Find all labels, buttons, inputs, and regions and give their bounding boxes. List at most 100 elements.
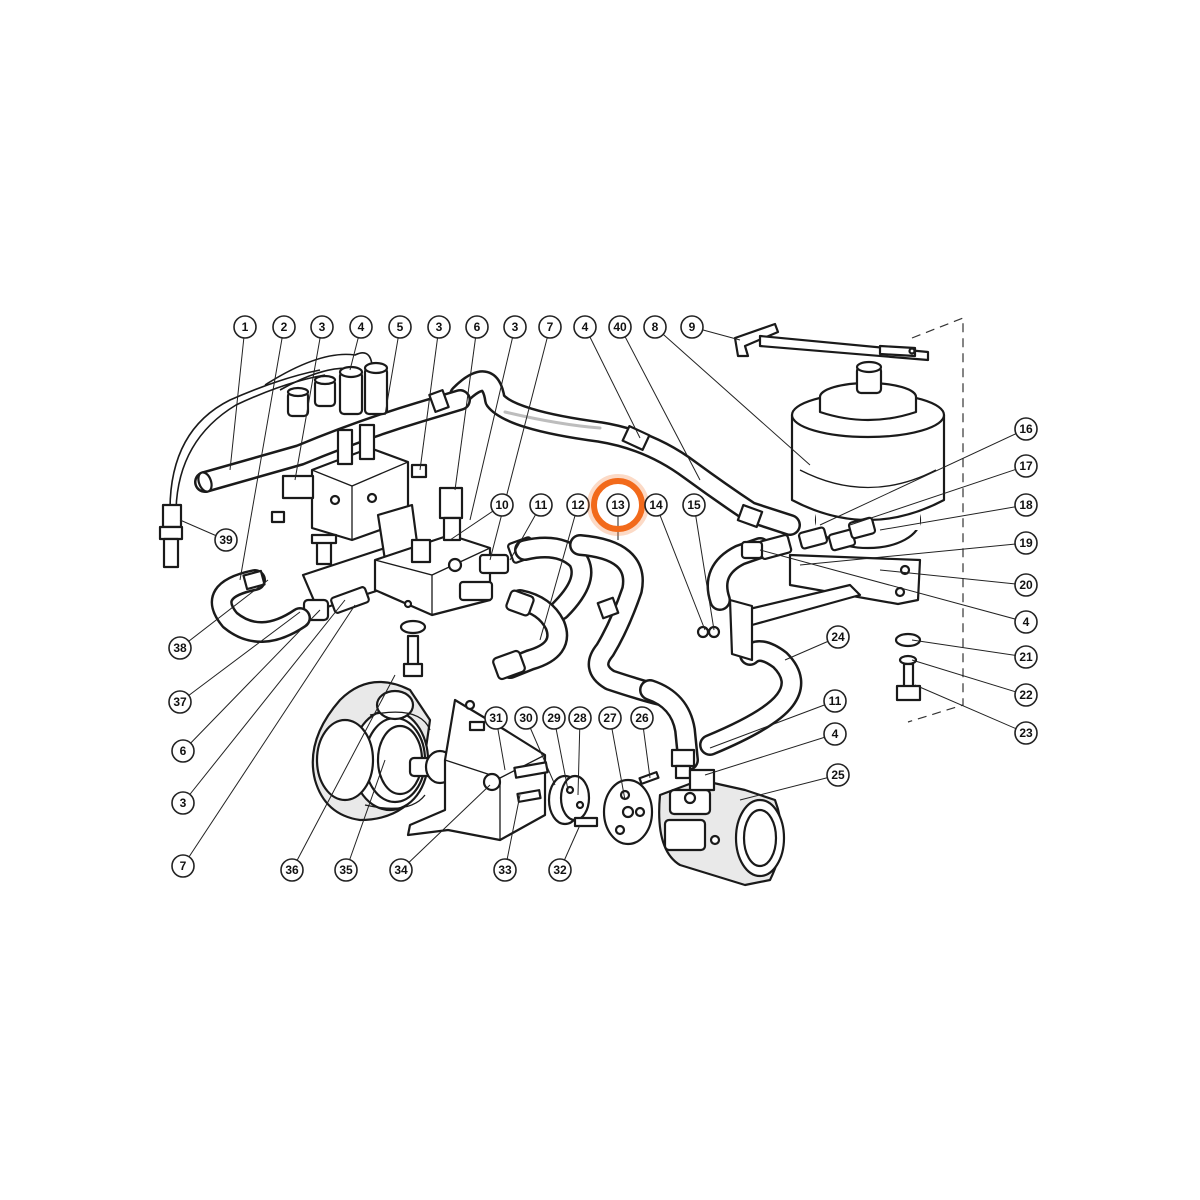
parts-artwork	[158, 317, 964, 887]
callout-11[interactable]: 11	[823, 689, 847, 713]
callout-circle	[823, 689, 847, 713]
callout-label: 24	[831, 630, 845, 644]
callout-label: 29	[547, 711, 561, 725]
callout-24[interactable]: 24	[826, 625, 850, 649]
callout-12[interactable]: 12	[566, 493, 590, 517]
callout-4[interactable]: 4	[1014, 610, 1038, 634]
callout-circle	[823, 722, 847, 746]
callout-circle	[334, 858, 358, 882]
callout-10[interactable]: 10	[490, 493, 514, 517]
reservoir-bracket	[728, 553, 922, 662]
callout-label: 39	[219, 533, 233, 547]
callout-label: 18	[1019, 498, 1033, 512]
callout-7[interactable]: 7	[538, 315, 562, 339]
callout-4[interactable]: 4	[573, 315, 597, 339]
power-steering-pump	[658, 768, 786, 887]
callout-4[interactable]: 4	[823, 722, 847, 746]
callout-20[interactable]: 20	[1014, 573, 1038, 597]
callout-29[interactable]: 29	[542, 706, 566, 730]
solenoid-caps	[286, 361, 389, 418]
leader-line	[469, 326, 516, 521]
callout-circle	[272, 315, 296, 339]
callout-31[interactable]: 31	[484, 706, 508, 730]
callout-3[interactable]: 3	[310, 315, 334, 339]
callout-35[interactable]: 35	[334, 858, 358, 882]
suction-hose-24	[699, 537, 803, 756]
callout-27[interactable]: 27	[598, 706, 622, 730]
callout-2[interactable]: 2	[272, 315, 296, 339]
dowel-pin	[638, 771, 660, 785]
reservoir-fittings	[740, 516, 877, 561]
callout-18[interactable]: 18	[1014, 493, 1038, 517]
callout-11[interactable]: 11	[529, 493, 553, 517]
banjo-bolt	[399, 619, 427, 678]
callout-23[interactable]: 23	[1014, 721, 1038, 745]
callout-33[interactable]: 33	[493, 858, 517, 882]
leader-line	[693, 504, 715, 631]
callout-14[interactable]: 14	[644, 493, 668, 517]
callout-34[interactable]: 34	[389, 858, 413, 882]
callout-circle	[826, 763, 850, 787]
callout-circle	[310, 315, 334, 339]
callout-circle	[630, 706, 654, 730]
callout-label: 27	[603, 711, 617, 725]
leader-line	[911, 639, 1027, 658]
callout-36[interactable]: 36	[280, 858, 304, 882]
callout-25[interactable]: 25	[826, 763, 850, 787]
callout-label: 7	[547, 320, 554, 334]
pressure-sensor	[158, 369, 326, 569]
callout-label: 40	[613, 320, 627, 334]
leader-lines	[179, 326, 1027, 871]
callout-8[interactable]: 8	[643, 315, 667, 339]
callout-30[interactable]: 30	[514, 706, 538, 730]
callout-40[interactable]: 40	[608, 315, 632, 339]
callout-19[interactable]: 19	[1014, 531, 1038, 555]
callout-28[interactable]: 28	[568, 706, 592, 730]
callout-label: 12	[571, 498, 585, 512]
callout-22[interactable]: 22	[1014, 683, 1038, 707]
callout-6[interactable]: 6	[465, 315, 489, 339]
callout-circle	[1014, 531, 1038, 555]
pump-bracket	[406, 698, 549, 842]
callout-circle	[568, 706, 592, 730]
callout-39[interactable]: 39	[214, 528, 238, 552]
callout-9[interactable]: 9	[680, 315, 704, 339]
callout-circle	[644, 493, 668, 517]
callout-6[interactable]: 6	[171, 739, 195, 763]
leader-line	[584, 326, 641, 439]
leader-line	[799, 542, 1027, 566]
callout-label: 32	[553, 863, 567, 877]
callout-circle	[643, 315, 667, 339]
callout-label: 14	[649, 498, 663, 512]
callout-7[interactable]: 7	[171, 854, 195, 878]
callout-37[interactable]: 37	[168, 690, 192, 714]
callout-circle	[538, 315, 562, 339]
callout-5[interactable]: 5	[388, 315, 412, 339]
leader-line	[739, 774, 839, 801]
callout-circle	[826, 625, 850, 649]
callout-label: 10	[495, 498, 509, 512]
callout-circle	[349, 315, 373, 339]
callout-17[interactable]: 17	[1014, 454, 1038, 478]
callout-15[interactable]: 15	[682, 493, 706, 517]
callout-circle	[529, 493, 553, 517]
return-hose	[449, 370, 801, 536]
callout-16[interactable]: 16	[1014, 417, 1038, 441]
callout-3[interactable]: 3	[427, 315, 451, 339]
leader-line	[384, 326, 401, 416]
callout-label: 13	[611, 498, 625, 512]
callout-circle	[680, 315, 704, 339]
callout-1[interactable]: 1	[233, 315, 257, 339]
callout-26[interactable]: 26	[630, 706, 654, 730]
callout-32[interactable]: 32	[548, 858, 572, 882]
callout-21[interactable]: 21	[1014, 645, 1038, 669]
callout-circle	[168, 636, 192, 660]
leader-line	[619, 326, 701, 481]
washer-14	[696, 625, 710, 639]
callout-3[interactable]: 3	[503, 315, 527, 339]
callout-label: 9	[689, 320, 696, 334]
callout-4[interactable]: 4	[349, 315, 373, 339]
callout-3[interactable]: 3	[171, 791, 195, 815]
callout-38[interactable]: 38	[168, 636, 192, 660]
